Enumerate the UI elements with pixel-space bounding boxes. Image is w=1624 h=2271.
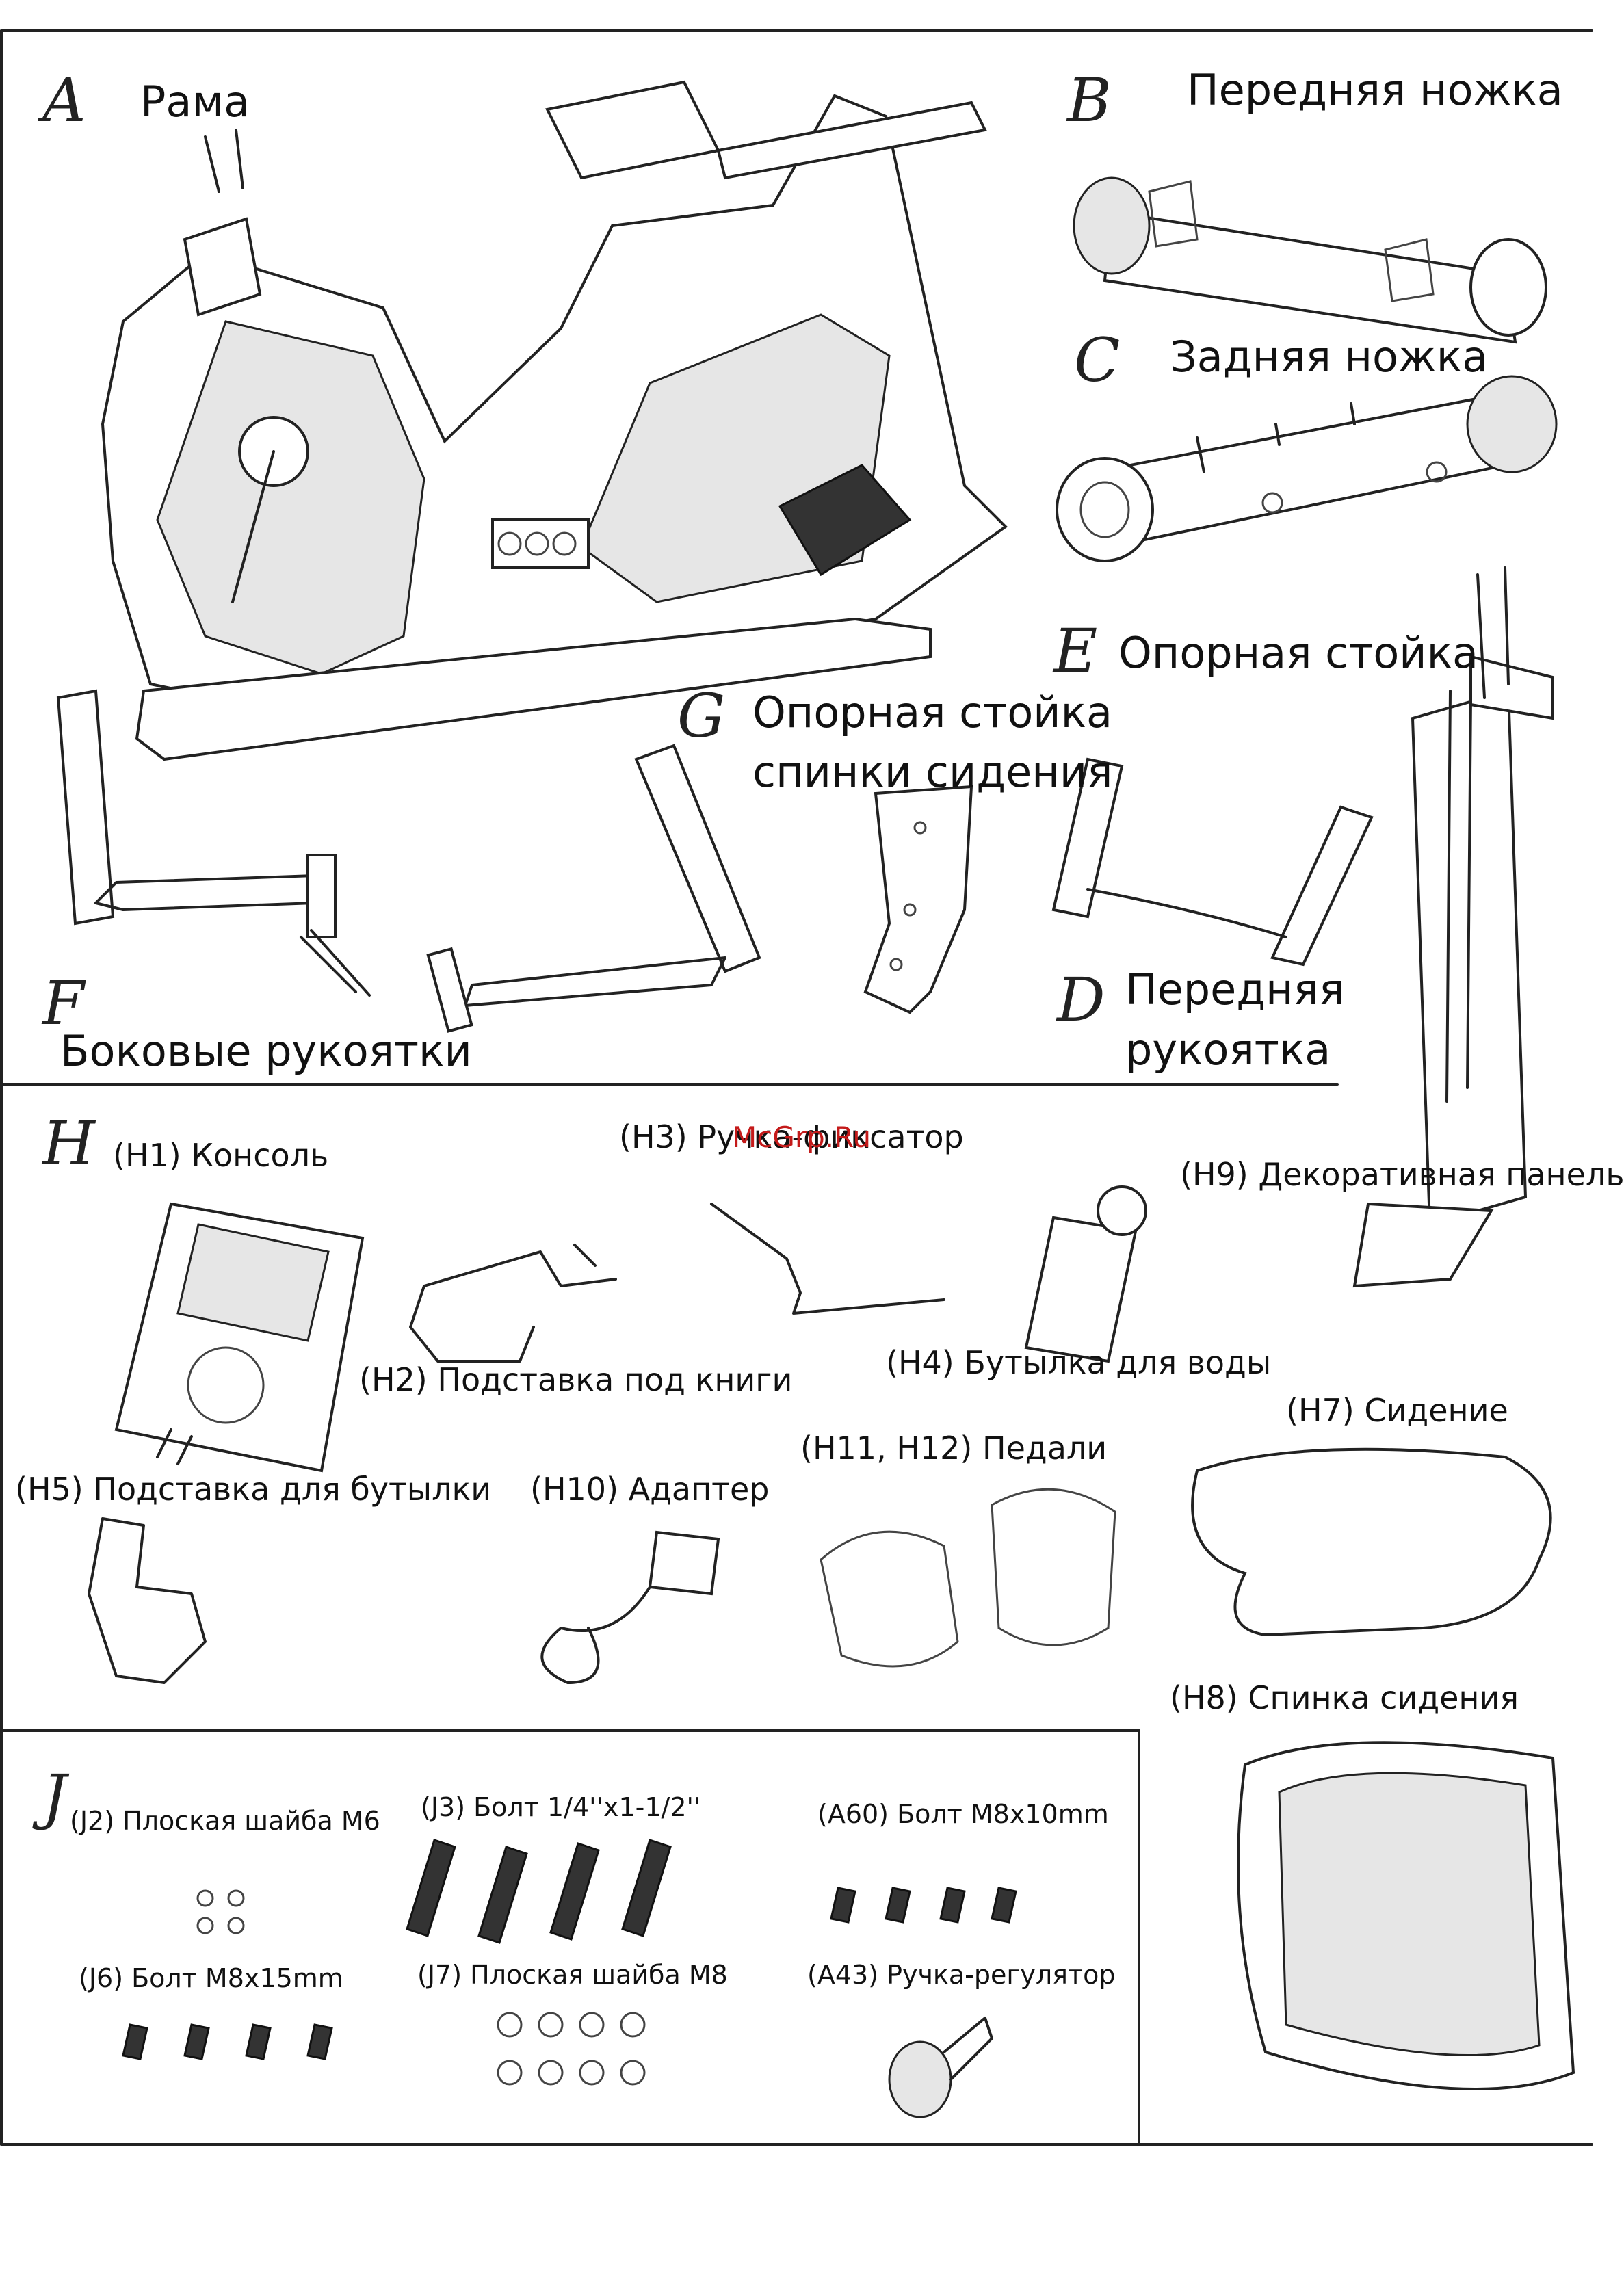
book-stand-H2-drawing — [409, 1244, 617, 1363]
console-H1-drawing — [114, 1202, 365, 1473]
decor-panel-H9-drawing — [1352, 1202, 1494, 1288]
frame-A-drawing — [101, 80, 1008, 761]
bolt-J6-drawing — [122, 2023, 333, 2060]
label-front-handle-D-2: рукоятка — [1125, 1025, 1331, 1075]
letter-A: A — [42, 65, 86, 135]
label-pedals-H11-H12: (H11, H12) Педали — [800, 1430, 1108, 1467]
label-washer-J7: (J7) Плоская шайба M8 — [417, 1960, 728, 1990]
knob-A43-drawing — [888, 2017, 993, 2118]
label-support-post-E: Опорная стойка — [1118, 628, 1479, 678]
water-bottle-H4-drawing — [1024, 1185, 1147, 1363]
seat-back-H8-drawing — [1237, 1741, 1575, 2090]
letter-B: B — [1067, 65, 1112, 135]
bolt-A60-drawing — [830, 1887, 1017, 1924]
label-frame-A: Рама — [140, 77, 250, 127]
seat-back-support-G-drawing — [863, 785, 973, 1014]
label-lock-handle-H3: (H3) Ручка-фиксатор — [619, 1118, 964, 1155]
label-seat-back-support-G-1: Опорная стойка — [752, 687, 1113, 737]
letter-J: J — [42, 1761, 67, 1832]
label-book-stand-H2: (H2) Подставка под книги — [359, 1361, 793, 1398]
label-rear-leg-C: Задняя ножка — [1170, 332, 1489, 382]
label-seat-H7: (H7) Сидение — [1286, 1392, 1508, 1429]
label-front-leg-B: Передняя ножка — [1187, 65, 1563, 115]
seat-H7-drawing — [1191, 1447, 1552, 1637]
bolt-J3-drawing — [406, 1839, 672, 1944]
label-washer-J2: (J2) Плоская шайба M6 — [70, 1806, 380, 1836]
washer-J2-drawing — [196, 1889, 245, 1934]
letter-C: C — [1074, 325, 1121, 395]
label-knob-A43: (A43) Ручка-регулятор — [807, 1960, 1116, 1990]
label-bolt-J6: (J6) Болт M8x15mm — [79, 1963, 343, 1993]
label-front-handle-D-1: Передняя — [1125, 964, 1345, 1014]
pedals-H11-H12-drawing — [820, 1488, 1116, 1668]
letter-F: F — [42, 968, 85, 1038]
rear-leg-C-drawing — [1056, 375, 1558, 562]
front-leg-B-drawing — [1073, 176, 1547, 344]
watermark-text: McGrp.Ru — [732, 1120, 872, 1154]
letter-D: D — [1057, 964, 1105, 1035]
support-post-E-drawing — [1411, 566, 1554, 1226]
frame-lines — [0, 29, 1593, 2146]
washer-J7-drawing — [497, 2012, 646, 2086]
label-bottle-holder-H5: (H5) Подставка для бутылки — [15, 1471, 492, 1508]
label-bolt-J3: (J3) Болт 1/4''x1-1/2'' — [421, 1792, 701, 1822]
label-bolt-A60: (A60) Болт M8x10mm — [817, 1799, 1109, 1829]
adapter-H10-drawing — [540, 1530, 720, 1684]
side-handles-F-drawing — [56, 689, 761, 1033]
label-side-handles-F: Боковые рукоятки — [60, 1026, 472, 1076]
letter-E: E — [1053, 616, 1098, 686]
label-seat-back-H8: (H8) Спинка сидения — [1170, 1679, 1519, 1716]
front-handle-D-drawing — [1051, 757, 1374, 967]
label-console-H1: (H1) Консоль — [113, 1137, 329, 1174]
label-decor-panel-H9: (H9) Декоративная панель — [1180, 1156, 1624, 1193]
letter-H: H — [42, 1108, 95, 1179]
letter-G: G — [677, 681, 726, 751]
bottle-holder-H5-drawing — [88, 1517, 207, 1684]
label-adapter-H10: (H10) Адаптер — [530, 1471, 770, 1508]
label-seat-back-support-G-2: спинки сидения — [752, 747, 1113, 797]
label-water-bottle-H4: (H4) Бутылка для воды — [886, 1344, 1272, 1381]
lock-handle-H3-drawing — [710, 1203, 945, 1315]
